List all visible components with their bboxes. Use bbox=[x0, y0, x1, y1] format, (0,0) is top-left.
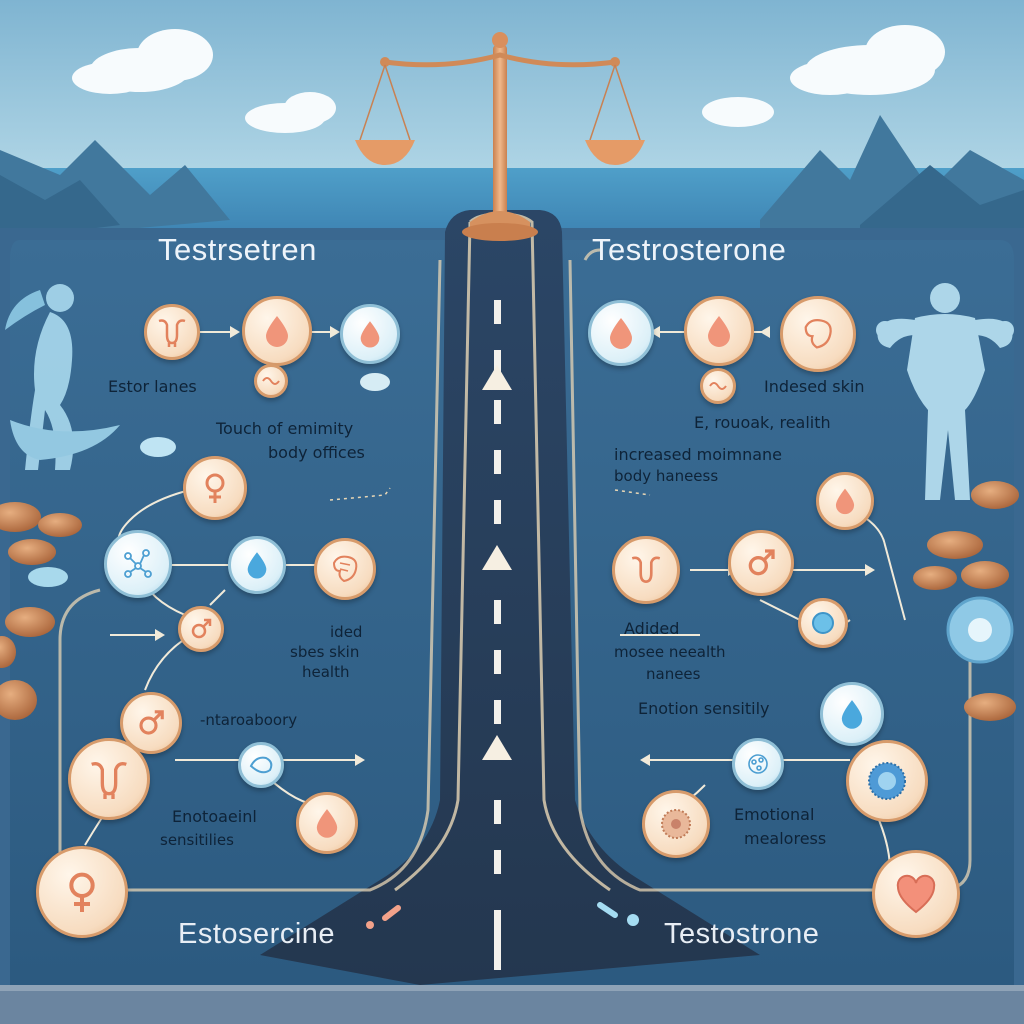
label-emo-line2: sensitilies bbox=[160, 831, 234, 849]
label-touch-line1: Touch of emimity bbox=[216, 419, 354, 438]
cell-icon bbox=[249, 756, 273, 774]
node-uterus bbox=[144, 304, 200, 360]
droplet-icon bbox=[266, 316, 288, 347]
label-adided-line1: Adided bbox=[624, 619, 680, 638]
label-estor-lanes: Estor lanes bbox=[108, 377, 197, 396]
node-leaf bbox=[238, 742, 284, 788]
clouds bbox=[72, 25, 945, 133]
label-interaboary: -ntaroaboory bbox=[200, 711, 298, 729]
node-drop-3 bbox=[296, 792, 358, 854]
node-r-cell-brown bbox=[642, 790, 710, 858]
node-venus-2 bbox=[36, 846, 128, 938]
droplet-icon bbox=[610, 318, 632, 349]
node-molecule bbox=[104, 530, 172, 598]
label-skin-line2: sbes skin bbox=[290, 643, 360, 661]
node-r-drop-2 bbox=[684, 296, 754, 366]
label-emotional-line1: Emotional bbox=[734, 805, 815, 824]
node-r-cell-large bbox=[846, 740, 928, 822]
droplet-icon bbox=[835, 488, 855, 515]
organ-icon bbox=[332, 555, 358, 583]
label-increased-line1: increased moimnane bbox=[614, 445, 783, 464]
heart-icon bbox=[896, 874, 936, 914]
label-adided-line3: nanees bbox=[646, 665, 701, 683]
droplet-icon bbox=[316, 809, 338, 838]
label-emotion-sensitily: Enotion sensitily bbox=[638, 699, 770, 718]
balance-scale-icon bbox=[355, 32, 645, 241]
uterus-icon bbox=[91, 762, 127, 799]
mountains-right bbox=[760, 115, 1024, 240]
label-indesed-skin: Indesed skin bbox=[764, 377, 865, 396]
venus-symbol-icon bbox=[205, 473, 225, 503]
title-top-right: Testrosterone bbox=[592, 232, 787, 267]
male-figure-icon bbox=[876, 283, 1014, 500]
node-r-heart bbox=[872, 850, 960, 938]
mars-symbol-icon bbox=[748, 549, 775, 576]
label-touch-line2: body offices bbox=[268, 443, 365, 462]
ovary-icon bbox=[709, 382, 727, 390]
title-bottom-left: Estosercine bbox=[178, 918, 336, 950]
mars-symbol-icon bbox=[191, 618, 212, 639]
node-ovary-small bbox=[254, 364, 288, 398]
cell-icon bbox=[661, 809, 691, 839]
node-r-uterus bbox=[612, 536, 680, 604]
board-base bbox=[0, 985, 1024, 1024]
ovary-icon bbox=[262, 377, 280, 385]
organ-icon bbox=[804, 319, 832, 349]
female-figure-icon bbox=[5, 284, 120, 470]
right-path bbox=[568, 259, 972, 892]
droplet-icon bbox=[708, 316, 730, 347]
label-emo-line1: Enotoaeinl bbox=[172, 807, 257, 826]
central-road bbox=[260, 210, 760, 985]
venus-symbol-icon bbox=[69, 872, 95, 912]
title-bottom-right: Testostrone bbox=[664, 918, 820, 950]
cell-icon bbox=[748, 754, 768, 774]
label-emotional-line2: mealoress bbox=[744, 829, 827, 848]
node-r-mars-1 bbox=[728, 530, 794, 596]
label-skin-line1: ided bbox=[330, 623, 363, 641]
node-mars-1 bbox=[178, 606, 224, 652]
node-r-drop-blue bbox=[820, 682, 884, 746]
road-arrows bbox=[482, 365, 512, 760]
droplet-icon bbox=[247, 552, 267, 579]
node-drop-2 bbox=[340, 304, 400, 364]
mars-symbol-icon bbox=[139, 710, 164, 735]
node-r-blue-dot bbox=[798, 598, 848, 648]
uterus-icon bbox=[631, 556, 661, 583]
node-r-drop-1 bbox=[588, 300, 654, 366]
node-r-cell-small bbox=[732, 738, 784, 790]
cell-icon bbox=[868, 762, 906, 800]
node-drop-1 bbox=[242, 296, 312, 366]
left-arrowheads bbox=[155, 326, 365, 766]
center-dashes bbox=[494, 300, 501, 970]
uterus-icon bbox=[158, 319, 186, 347]
label-adided-line2: mosee neealth bbox=[614, 643, 726, 661]
node-drop-blue bbox=[228, 536, 286, 594]
mountains-left bbox=[0, 140, 230, 240]
cell-icon bbox=[812, 612, 834, 634]
label-increased-line2: body haneess bbox=[614, 467, 719, 485]
label-rouoak-health: E, rouoak, realith bbox=[694, 413, 831, 432]
decorative-pills bbox=[0, 373, 1019, 721]
node-venus-1 bbox=[183, 456, 247, 520]
label-skin-line3: health bbox=[302, 663, 350, 681]
node-organ bbox=[314, 538, 376, 600]
droplet-icon bbox=[841, 700, 863, 729]
molecule-icon bbox=[124, 549, 152, 578]
title-top-left: Testrsetren bbox=[158, 232, 317, 267]
node-r-organ bbox=[780, 296, 856, 372]
node-r-small bbox=[700, 368, 736, 404]
droplet-icon bbox=[360, 321, 380, 348]
node-uterus-2 bbox=[68, 738, 150, 820]
node-r-drop-3 bbox=[816, 472, 874, 530]
